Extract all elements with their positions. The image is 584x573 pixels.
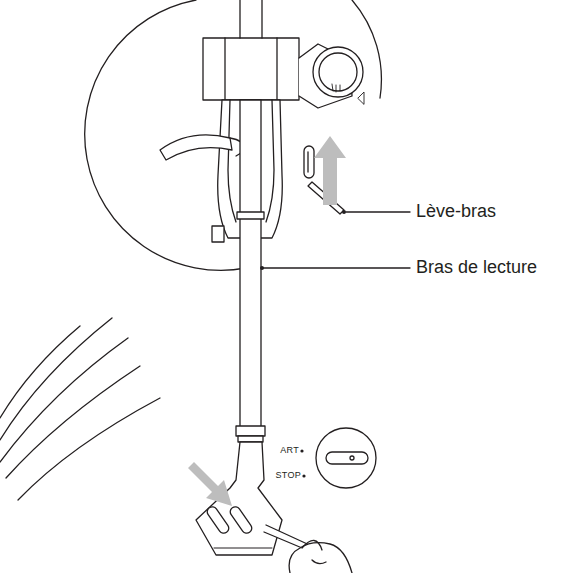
control-marking: ART [280, 446, 299, 456]
leader-line [346, 211, 410, 212]
tonearm-tube [240, 100, 261, 427]
arm-clip [237, 212, 264, 219]
direction-arrow [314, 136, 346, 205]
collar [236, 426, 265, 436]
part-label: Bras de lecture [416, 258, 537, 278]
anti-skating-knob [313, 47, 363, 97]
control-marking: STOP [275, 471, 301, 481]
lever-slot [304, 146, 314, 178]
arm-rest [160, 135, 232, 160]
leader-line [263, 267, 410, 268]
direction-arrow [188, 462, 232, 506]
counterweight [203, 38, 299, 100]
start-stop-knob [316, 428, 376, 488]
record-grooves [0, 318, 160, 500]
part-label: Lève-bras [416, 202, 496, 222]
